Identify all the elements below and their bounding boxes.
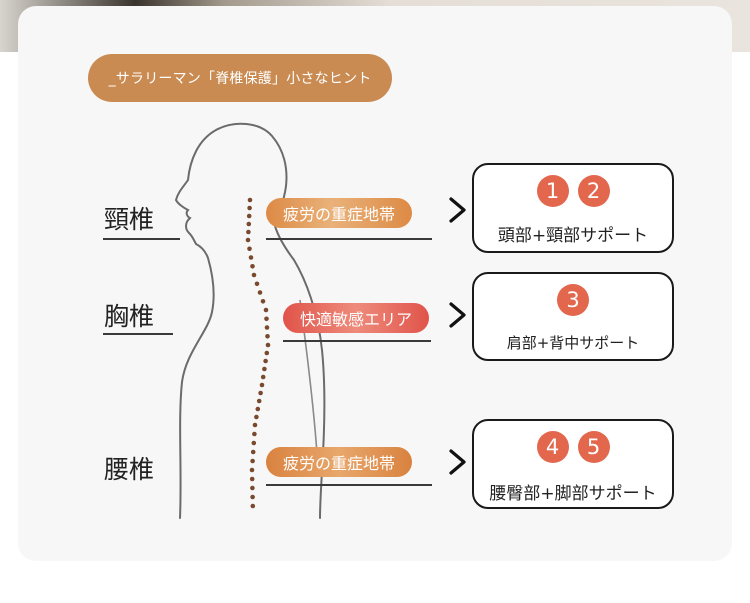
spine-dot <box>247 205 252 211</box>
spine-dot <box>250 458 255 464</box>
spine-dot <box>250 264 255 269</box>
support-label-head-neck: 頭部+頸部サポート <box>497 226 649 246</box>
spine-dot <box>249 476 255 482</box>
support-box-waist-leg: 4 5 腰臀部+脚部サポート <box>472 419 674 509</box>
spine-dot <box>264 350 270 356</box>
region-label-cervical: 頸椎 <box>104 205 155 234</box>
region-underline-cervical <box>103 238 180 240</box>
spine-dot <box>246 213 252 219</box>
chevron-right-icon <box>449 302 466 328</box>
tag-line-lumbar <box>266 484 432 486</box>
region-label-lumbar: 腰椎 <box>104 455 155 484</box>
spine-dot <box>245 237 251 243</box>
support-box-shoulder-back: 3 肩部+背中サポート <box>472 272 674 361</box>
spine-dot <box>248 255 254 260</box>
support-label-waist-leg: 腰臀部+脚部サポート <box>489 484 657 504</box>
body-outline <box>174 122 326 519</box>
spine-dot <box>250 485 255 491</box>
number-badge: 2 <box>577 175 610 207</box>
spine-dot <box>265 334 270 339</box>
spine-dot <box>250 494 255 500</box>
spine-dot <box>260 374 266 380</box>
region-underline-thoracic <box>103 333 173 335</box>
title-text: _サラリーマン「脊椎保護」小さなヒント <box>108 71 372 87</box>
tag-thoracic: 快適敏感エリア <box>283 303 429 333</box>
spine-dot <box>246 221 252 227</box>
spine-dot <box>252 422 258 428</box>
badge-group-shoulder-back: 3 <box>474 284 672 316</box>
spine-dot <box>251 272 257 278</box>
tag-cervical: 疲労の重症地帯 <box>266 198 412 228</box>
spine-dot <box>262 366 267 372</box>
chevron-right-icon <box>449 197 466 223</box>
spine-dot <box>252 431 257 437</box>
support-box-head-neck: 1 2 頭部+頸部サポート <box>472 163 674 253</box>
number-badge: 3 <box>557 284 589 316</box>
spine-dot <box>247 197 253 203</box>
badge-group-waist-leg: 4 5 <box>474 431 672 463</box>
tag-thoracic-text: 快適敏感エリア <box>299 310 412 329</box>
spine-dot <box>254 281 260 287</box>
badge-group-head-neck: 1 2 <box>474 175 672 207</box>
spine-dot <box>259 382 265 388</box>
number-badge: 4 <box>536 431 569 463</box>
spine-dot <box>260 299 266 304</box>
spine-dot <box>264 325 270 330</box>
tag-line-cervical <box>266 238 432 240</box>
tag-line-thoracic <box>283 340 431 342</box>
region-label-thoracic: 胸椎 <box>104 302 155 331</box>
spine-dot <box>263 307 269 313</box>
spine-dot <box>257 290 263 295</box>
number-badge: 1 <box>536 175 569 207</box>
spine-dot <box>250 449 256 455</box>
support-label-shoulder-back: 肩部+背中サポート <box>506 334 640 352</box>
spine-dot <box>246 229 251 235</box>
spine-dot <box>264 316 269 322</box>
spine-dot <box>256 398 262 404</box>
spine-dot <box>250 503 256 509</box>
title-banner: _サラリーマン「脊椎保護」小さなヒント <box>88 54 392 102</box>
spine-dot <box>247 246 252 252</box>
chevron-right-icon <box>449 449 466 475</box>
tag-lumbar: 疲労の重症地帯 <box>266 447 412 477</box>
spine-dot <box>251 440 257 446</box>
spine-dot <box>255 406 261 412</box>
spine-dot <box>254 414 259 420</box>
spine-dot <box>258 390 263 396</box>
spine-dot <box>265 342 271 348</box>
number-badge: 5 <box>577 431 610 463</box>
tag-lumbar-text: 疲労の重症地帯 <box>282 454 395 473</box>
spine-dot <box>263 358 268 364</box>
tag-cervical-text: 疲労の重症地帯 <box>282 205 395 224</box>
spine-dot <box>249 467 255 473</box>
spine-dots <box>245 197 271 509</box>
